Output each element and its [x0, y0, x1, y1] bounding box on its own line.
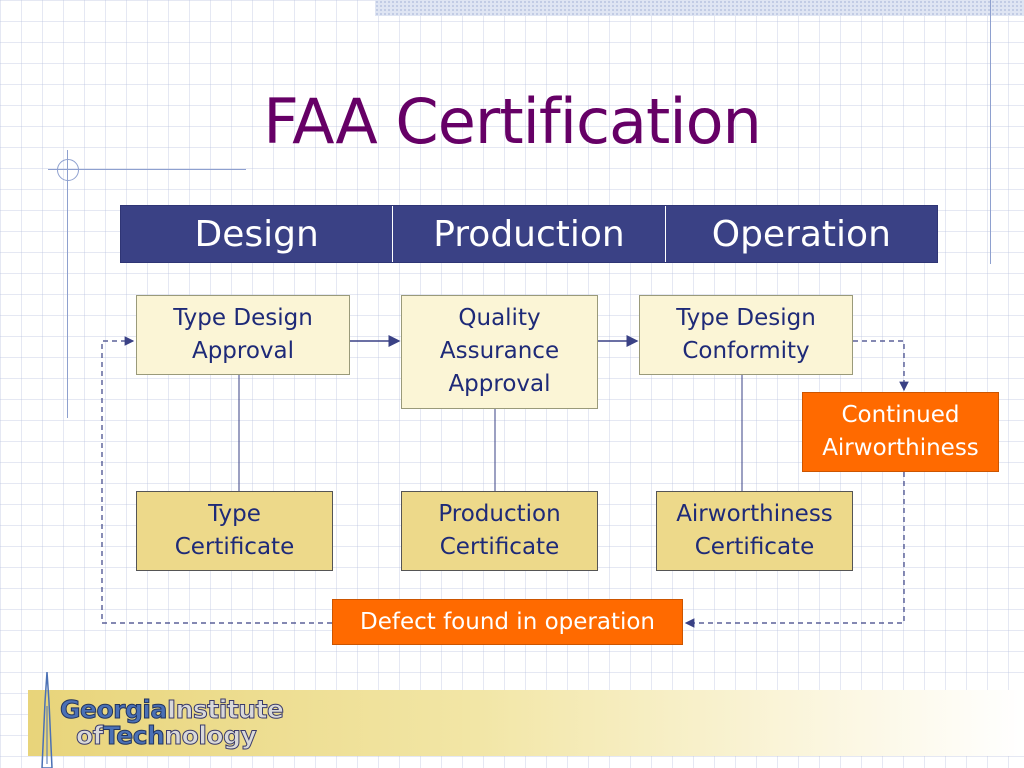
logo-institute: Institute: [166, 695, 284, 724]
header-production: Production: [393, 206, 666, 262]
header-design: Design: [121, 206, 394, 262]
footer-bar: [28, 690, 1024, 756]
type-design-conformity-box: Type Design Conformity: [639, 295, 853, 375]
production-certificate-box: Production Certificate: [401, 491, 598, 571]
georgia-tech-logo: GeorgiaInstitute ofTechnology: [60, 695, 285, 750]
top-decor-strip: [375, 0, 1024, 16]
decor-vertical-right: [990, 0, 991, 264]
decor-vertical-left: [67, 150, 68, 418]
phase-header-bar: Design Production Operation: [120, 205, 938, 263]
dashed-conformity-to-continued: [853, 340, 909, 392]
logo-georgia: Georgia: [60, 695, 168, 724]
defect-found-box: Defect found in operation: [332, 599, 683, 645]
type-design-approval-box: Type Design Approval: [136, 295, 350, 375]
slide-title: FAA Certification: [263, 85, 762, 158]
dashed-defect-to-design: [101, 336, 332, 624]
type-certificate-box: Type Certificate: [136, 491, 333, 571]
quality-assurance-approval-box: Quality Assurance Approval: [401, 295, 598, 409]
decor-horizontal-left: [48, 169, 246, 170]
airworthiness-certificate-box: Airworthiness Certificate: [656, 491, 853, 571]
tech-tower-icon: [41, 672, 53, 768]
logo-nology: nology: [164, 721, 257, 750]
header-operation: Operation: [665, 206, 937, 262]
logo-tech: Tech: [103, 721, 166, 750]
logo-of: of: [75, 721, 104, 750]
decor-circle: [57, 159, 79, 181]
continued-airworthiness-box: Continued Airworthiness: [802, 392, 999, 472]
